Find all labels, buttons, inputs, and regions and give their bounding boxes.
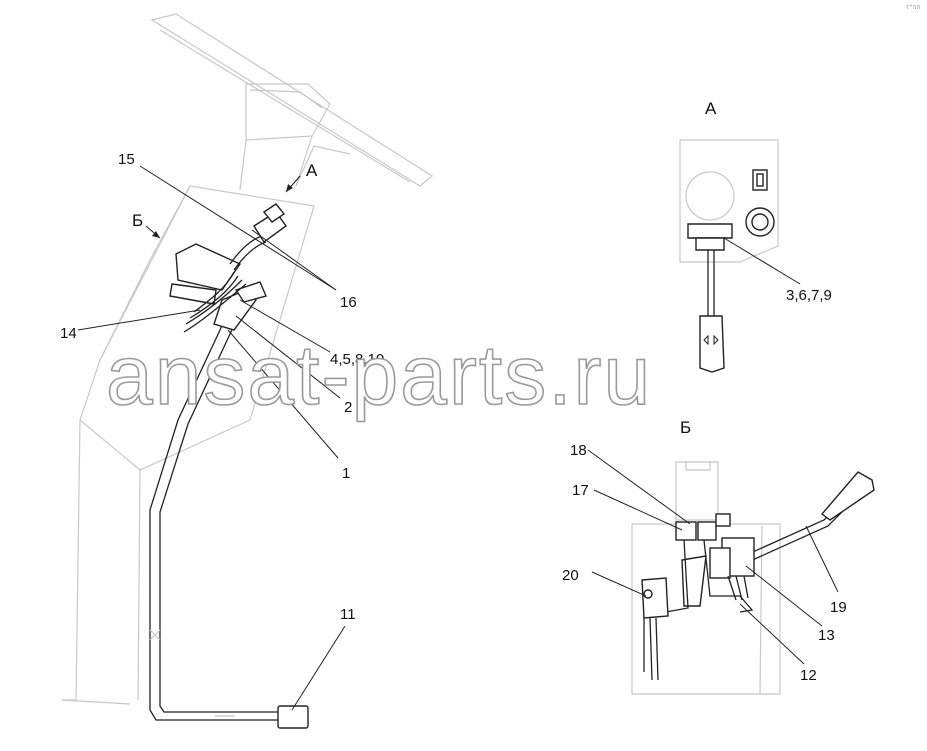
view-b-assembly <box>631 461 875 695</box>
watermark: ansat-parts.ru <box>106 328 652 422</box>
callout-2: 2 <box>344 399 352 416</box>
callout-18: 18 <box>570 442 587 459</box>
callout-17: 17 <box>572 482 589 499</box>
view-a-panel <box>679 139 779 373</box>
callout-13: 13 <box>818 627 835 644</box>
corner-mark: т°пп <box>906 4 920 11</box>
callout-16: 16 <box>340 294 357 311</box>
view-arrow-b-label: Б <box>132 211 143 230</box>
switch-block-assembly <box>169 203 287 333</box>
callout-19: 19 <box>830 599 847 616</box>
callout-4-5-8-10: 4,5,8,10 <box>330 351 384 368</box>
callout-3-6-7-9: 3,6,7,9 <box>786 287 832 304</box>
callout-15: 15 <box>118 151 135 168</box>
callout-12: 12 <box>800 667 817 684</box>
view-arrow-a-label: А <box>306 161 318 180</box>
callout-1: 1 <box>342 465 350 482</box>
view-a-label: А <box>705 99 717 118</box>
steering-column-outline <box>61 13 434 705</box>
connector-11 <box>277 705 309 729</box>
wiring-harness <box>149 299 280 721</box>
callout-11: 11 <box>340 606 356 623</box>
callout-20: 20 <box>562 567 579 584</box>
view-b-label: Б <box>680 418 691 437</box>
callout-14: 14 <box>60 325 77 342</box>
